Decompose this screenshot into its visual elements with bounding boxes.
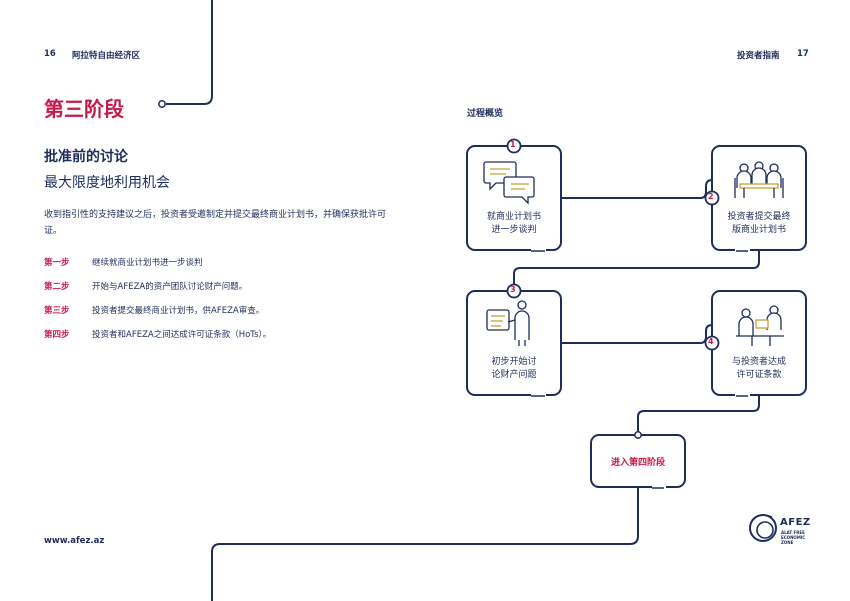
top-connector-dot <box>158 100 166 108</box>
afez-logo-mark <box>749 514 777 542</box>
process-box-label: 初步开始讨论财产问题 <box>491 357 537 380</box>
right-running-title: 投资者指南 <box>737 51 780 61</box>
logo-subtitle: ALAT FREE ECONOMIC ZONE <box>781 530 806 545</box>
logo-name: AFEZ <box>780 517 811 528</box>
step-label: 第三步 <box>44 306 70 316</box>
step-text: 投资者提交最终商业计划书，供AFEZA审查。 <box>92 306 265 316</box>
left-running-title: 阿拉特自由经济区 <box>72 51 141 61</box>
process-box-label: 就商业计划书进一步谈判 <box>486 212 541 235</box>
process-box-label: 投资者提交最终版商业计划书 <box>727 212 791 235</box>
intro-paragraph: 收到指引性的支持建议之后，投资者受邀制定并提交最终商业计划书，并确保获批许可证。 <box>44 210 387 236</box>
step-text: 投资者和AFEZA之间达成许可证条款（HoTs）。 <box>92 330 272 340</box>
step-number-badge: 2 <box>708 192 714 201</box>
section-tagline: 最大限度地利用机会 <box>44 175 170 191</box>
final-stage-label: 进入第四阶段 <box>610 458 665 468</box>
section-title: 第三阶段 <box>44 97 124 121</box>
presenter-icon <box>486 300 530 346</box>
top-connector-line <box>166 0 213 105</box>
step-label: 第二步 <box>44 282 70 292</box>
step-number-badge: 3 <box>510 285 516 294</box>
chat-bubbles-icon <box>483 161 535 205</box>
left-page-number: 16 <box>44 49 56 59</box>
negotiation-icon <box>736 305 784 346</box>
step-label: 第一步 <box>44 258 70 268</box>
step-number-badge: 4 <box>708 337 714 346</box>
website-link[interactable]: www.afez.az <box>44 536 105 546</box>
step-number-badge: 1 <box>510 140 516 149</box>
right-page-number: 17 <box>797 49 809 59</box>
step-text: 继续就商业计划书进一步谈判 <box>92 258 203 268</box>
section-subtitle: 批准前的讨论 <box>44 149 128 165</box>
meeting-table-icon <box>734 161 784 198</box>
process-title: 过程概览 <box>467 109 504 119</box>
step-label: 第四步 <box>44 330 70 340</box>
step-text: 开始与AFEZA的资产团队讨论财产问题。 <box>92 282 248 292</box>
process-box-label: 与投资者达成许可证条款 <box>731 357 786 380</box>
